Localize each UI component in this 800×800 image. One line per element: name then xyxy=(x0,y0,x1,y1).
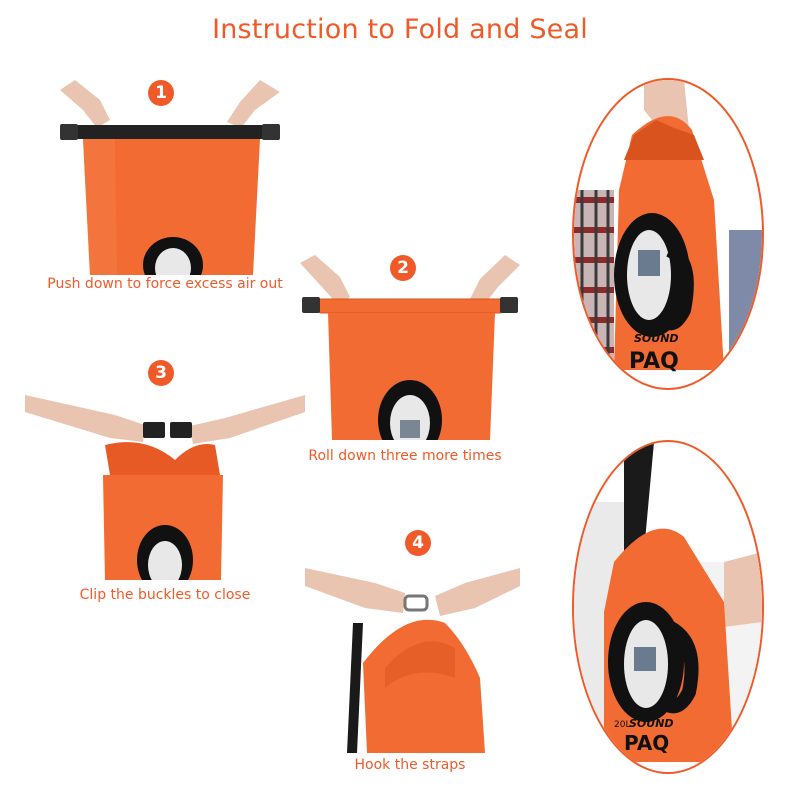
bag-logo-text-2: PAQ xyxy=(624,731,669,755)
step-3-illustration xyxy=(25,395,305,580)
step-2-badge: 2 xyxy=(390,255,416,281)
bag-capacity-text: 20L xyxy=(614,720,630,730)
step-3-caption: Clip the buckles to close xyxy=(79,587,251,603)
buckle-right xyxy=(262,124,280,140)
step-4-badge: 4 xyxy=(405,530,431,556)
step-4-caption: Hook the straps xyxy=(354,757,466,773)
step-2-illustration xyxy=(300,255,520,440)
bag-handle xyxy=(105,442,220,475)
step-1-caption: Push down to force excess air out xyxy=(47,276,283,292)
bag-logo-text: PAQ xyxy=(629,349,679,374)
right-hand xyxy=(470,255,520,305)
product-photo-oval-top: SOUND PAQ xyxy=(572,78,764,390)
bag-body xyxy=(83,139,260,275)
buckle-right xyxy=(500,297,518,313)
step-4-illustration xyxy=(305,568,520,753)
bag-body xyxy=(363,619,485,753)
buckle-female xyxy=(170,422,192,438)
right-arm xyxy=(190,395,305,444)
bag-brand-text: SOUND xyxy=(634,332,679,345)
step-2-caption: Roll down three more times xyxy=(308,448,502,464)
page-title: Instruction to Fold and Seal xyxy=(212,14,588,45)
right-hand xyxy=(227,80,280,128)
left-hand xyxy=(60,80,110,128)
bag-body xyxy=(328,313,495,440)
shoulder-strap xyxy=(347,623,363,753)
buckle-left xyxy=(60,124,78,140)
rolled-top xyxy=(317,298,504,314)
left-hand xyxy=(300,255,350,305)
left-arm xyxy=(305,568,405,613)
step-1-badge: 1 xyxy=(148,80,174,106)
step-1-illustration xyxy=(60,80,280,275)
bag-carry-handle-photo: SOUND PAQ xyxy=(574,80,762,388)
right-arm xyxy=(435,568,520,616)
bag-brand-text-2: SOUND xyxy=(629,717,674,730)
roll-top-strip xyxy=(75,125,265,139)
product-photo-oval-bottom: SOUND PAQ 20L xyxy=(572,440,764,774)
bag-shoulder-carry-photo: SOUND PAQ 20L xyxy=(574,442,762,772)
carabiner xyxy=(403,594,429,612)
step-3-badge: 3 xyxy=(148,360,174,386)
buckle-male xyxy=(143,422,165,438)
left-arm xyxy=(25,395,145,442)
buckle-left xyxy=(302,297,320,313)
